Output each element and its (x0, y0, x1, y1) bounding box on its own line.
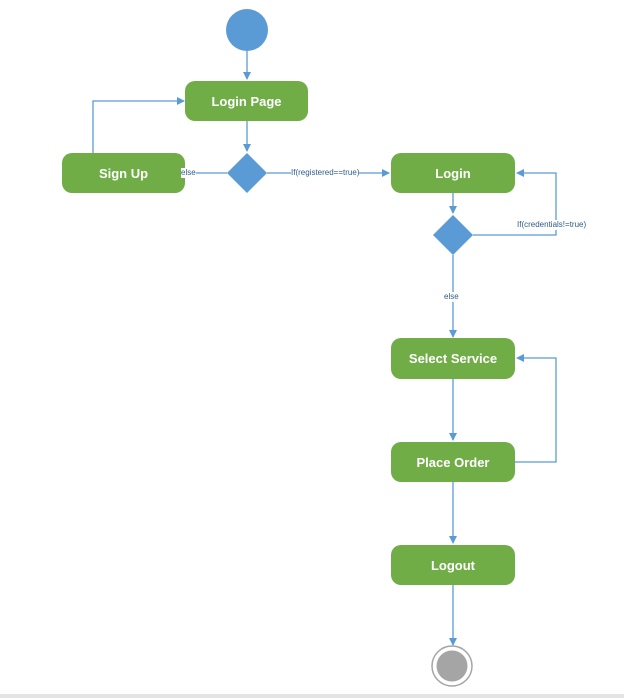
select-service-node: Select Service (391, 338, 515, 379)
credentials-not-true-label: If(credentials!=true) (517, 220, 587, 230)
select-service-label: Select Service (408, 351, 498, 366)
logout-node: Logout (391, 545, 515, 585)
registration-decision (227, 153, 267, 193)
registered-true-label: If(registered==true) (291, 168, 360, 178)
place-order-node: Place Order (391, 442, 515, 482)
sign-up-label: Sign Up (98, 165, 149, 181)
end-node-inner (436, 650, 468, 682)
credentials-else-label: else (444, 292, 459, 302)
login-page-label: Login Page (211, 93, 282, 109)
edge-place-order-to-select-service (515, 354, 557, 463)
login-node: Login (391, 153, 515, 193)
start-node (226, 9, 268, 51)
login-page-node: Login Page (185, 81, 308, 121)
credentials-decision (433, 215, 473, 255)
logout-label: Logout (430, 557, 476, 573)
login-label: Login (435, 165, 471, 181)
registered-else-label: else (181, 168, 196, 178)
edge-decision-back-to-login (473, 169, 557, 236)
edge-sign-up-to-login-page (92, 97, 185, 153)
sign-up-node: Sign Up (62, 153, 185, 193)
bottom-divider (0, 694, 624, 698)
place-order-label: Place Order (416, 454, 490, 470)
